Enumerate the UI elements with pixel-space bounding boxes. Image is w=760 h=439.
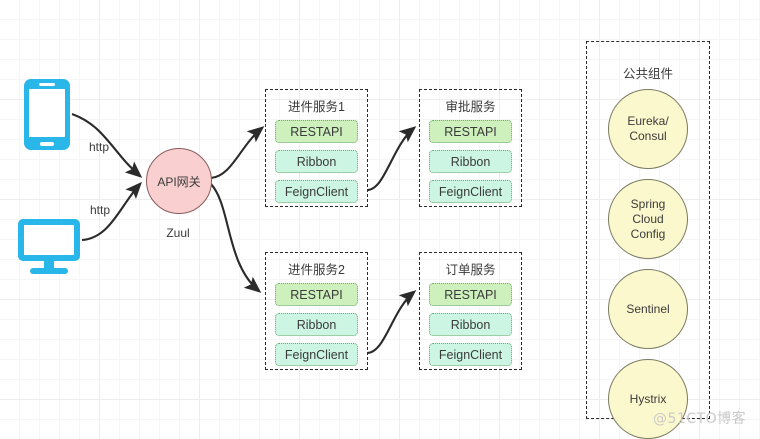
service-layer-feignclient[interactable]: FeignClient bbox=[429, 343, 512, 366]
component-label-line2: Consul bbox=[629, 129, 667, 143]
service-title: 订单服务 bbox=[445, 263, 496, 277]
service-layer-feignclient[interactable]: FeignClient bbox=[429, 180, 512, 203]
service-layer-restapi[interactable]: RESTAPI bbox=[275, 283, 358, 306]
component-circle-eureka-consul[interactable]: Eureka/ Consul bbox=[608, 89, 688, 169]
edge-label-http-desktop: http bbox=[90, 203, 111, 217]
service-title: 进件服务1 bbox=[288, 100, 345, 114]
monitor-neck bbox=[44, 261, 54, 269]
component-label-line1: Spring bbox=[630, 196, 666, 211]
component-label-line1: Eureka/ bbox=[627, 114, 669, 128]
service-layer-restapi[interactable]: RESTAPI bbox=[429, 120, 512, 143]
service-layer-ribbon[interactable]: Ribbon bbox=[275, 150, 358, 173]
component-label-line1: Hystrix bbox=[629, 391, 667, 406]
api-gateway-node[interactable]: API网关 bbox=[146, 148, 212, 214]
phone-home-button bbox=[40, 142, 54, 146]
component-label-line1: Sentinel bbox=[626, 301, 670, 316]
service-layer-feignclient[interactable]: FeignClient bbox=[275, 180, 358, 203]
service-box-intake-service-2[interactable]: 进件服务2 RESTAPI Ribbon FeignClient bbox=[265, 252, 368, 370]
service-layer-restapi[interactable]: RESTAPI bbox=[429, 283, 512, 306]
service-layer-feignclient[interactable]: FeignClient bbox=[275, 343, 358, 366]
service-layer-restapi[interactable]: RESTAPI bbox=[275, 120, 358, 143]
mobile-phone-icon bbox=[24, 79, 70, 150]
monitor-base bbox=[30, 268, 68, 274]
component-circle-sentinel[interactable]: Sentinel bbox=[608, 269, 688, 349]
service-box-intake-service-1[interactable]: 进件服务1 RESTAPI Ribbon FeignClient bbox=[265, 89, 368, 207]
api-gateway-sublabel: Zuul bbox=[166, 226, 190, 240]
service-layer-ribbon[interactable]: Ribbon bbox=[429, 313, 512, 336]
service-title: 审批服务 bbox=[445, 100, 496, 114]
monitor-bezel bbox=[18, 219, 80, 261]
watermark: @51CTO博客 bbox=[653, 411, 747, 427]
service-box-approval-service[interactable]: 审批服务 RESTAPI Ribbon FeignClient bbox=[419, 89, 522, 207]
monitor-screen bbox=[24, 225, 74, 255]
service-layer-ribbon[interactable]: Ribbon bbox=[429, 150, 512, 173]
edge-label-http-mobile: http bbox=[89, 140, 110, 154]
service-box-order-service[interactable]: 订单服务 RESTAPI Ribbon FeignClient bbox=[419, 252, 522, 370]
phone-screen bbox=[29, 89, 65, 137]
component-circle-spring-cloud-config[interactable]: Spring Cloud Config bbox=[608, 179, 688, 259]
component-label-line3: Config bbox=[630, 226, 666, 241]
desktop-monitor-icon bbox=[18, 219, 80, 274]
common-components-panel: 公共组件 Eureka/ Consul Spring Cloud Config … bbox=[586, 41, 710, 439]
common-components-title: 公共组件 bbox=[622, 67, 673, 81]
service-title: 进件服务2 bbox=[288, 263, 345, 277]
service-layer-ribbon[interactable]: Ribbon bbox=[275, 313, 358, 336]
phone-speaker bbox=[39, 83, 55, 86]
component-label-line2: Cloud bbox=[632, 211, 664, 226]
